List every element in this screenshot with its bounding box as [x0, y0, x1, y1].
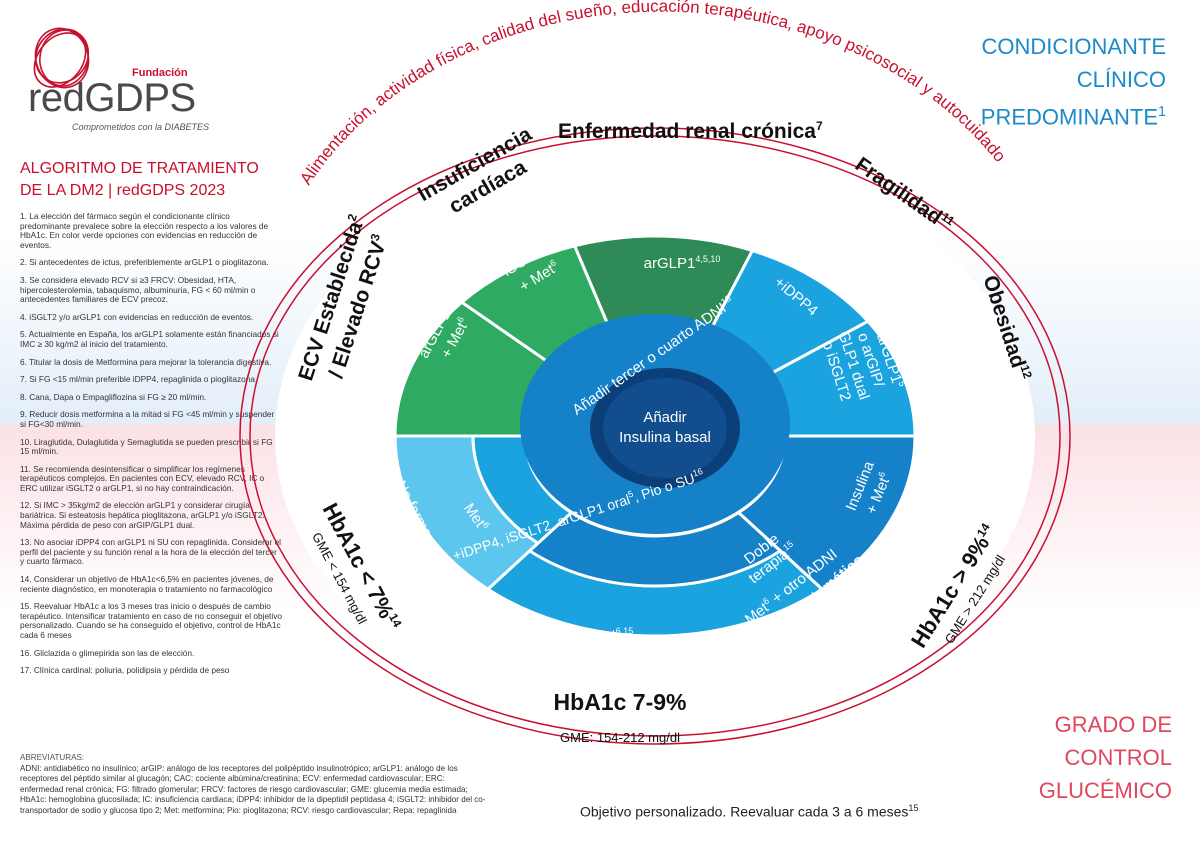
note-item: 10. Liraglutida, Dulaglutida y Semagluti… — [20, 436, 280, 457]
wheel-sectors — [393, 234, 917, 638]
logo-swirl-icon — [33, 27, 90, 89]
erc-label: Enfermedad renal crónica7 — [558, 119, 823, 143]
grade-title: GRADO DE CONTROL GLUCÉMICO — [912, 708, 1172, 807]
erc-drugs-top: iSGLT22,5 + Met — [626, 184, 731, 202]
logo-foundation: Fundación — [132, 67, 188, 79]
condition-title: CONDICIONANTE CLÍNICO PREDOMINANTE1 — [906, 30, 1166, 133]
algorithm-title: ALGORITMO DE TRATAMIENTO DE LA DM2 | red… — [20, 158, 259, 202]
logo-tagline: Comprometidos con la DIABETES — [72, 122, 210, 132]
note-item: 9. Reducir dosis metformina a la mitad s… — [20, 409, 275, 429]
insulin-line2: Insulina basal — [619, 429, 711, 446]
note-item: 15. Reevaluar HbA1c a los 3 meses tras i… — [20, 601, 282, 640]
notes-list: 1. La elección del fármaco según el cond… — [20, 211, 282, 684]
condition-title-line1: CONDICIONANTE — [981, 34, 1166, 59]
note-item: 14. Considerar un objetivo de HbA1c<6,5%… — [20, 574, 274, 594]
met-mid-label: Met6,15 — [591, 626, 634, 644]
logo-name: redGDPS — [28, 76, 196, 120]
outer-ring-line-inner — [249, 135, 1061, 737]
condition-title-line3: PREDOMINANTE1 — [980, 104, 1166, 130]
sector-ring-mid — [527, 510, 783, 588]
insulin-core-inner — [603, 378, 727, 478]
sector-met-low — [471, 434, 574, 546]
note-item: 4. iSGLT2 y/o arGLP1 con evidencias en r… — [20, 311, 254, 322]
note-item: 2. Si antecedentes de ictus, preferiblem… — [20, 257, 269, 268]
hba1c-mid-gme: GME: 154-212 mg/dl — [560, 730, 680, 745]
note-item: 16. Gliclazida o glimepirida son las de … — [20, 647, 195, 658]
grade-title-line1: GRADO DE — [1054, 712, 1172, 737]
algorithm-title-line1: ALGORITMO DE TRATAMIENTO — [20, 160, 259, 177]
note-item: 17. Clínica cardinal: poliuria, polidips… — [20, 665, 230, 676]
abbreviations: ABREVIATURAS: ADNI: antidiabético no ins… — [20, 753, 490, 817]
note-item: 12. Si IMC > 35kg/m2 de elección arGLP1 … — [20, 500, 265, 530]
outer-ring-line — [239, 127, 1071, 745]
abbreviations-text: ADNI: antidiabético no insulínico; arGIP… — [20, 763, 486, 815]
logo — [14, 22, 244, 132]
objective-note: Objetivo personalizado. Reevaluar cada 3… — [580, 803, 919, 820]
algorithm-title-line2: DE LA DM2 | redGDPS 2023 — [20, 182, 226, 199]
abbreviations-title: ABREVIATURAS: — [20, 753, 85, 762]
grade-title-line3: GLUCÉMICO — [1038, 778, 1172, 803]
note-item: 13. No asociar iDPP4 con arGLP1 ni SU co… — [20, 537, 282, 567]
note-item: 6. Titular la dosis de Metformina para m… — [20, 356, 272, 367]
condition-title-line2: CLÍNICO — [1076, 67, 1166, 92]
grade-title-line2: CONTROL — [1064, 745, 1172, 770]
note-item: 11. Se recomienda desintensificar o simp… — [20, 463, 265, 493]
note-item: 3. Se considera elevado RCV si ≥3 FRCV: … — [20, 274, 256, 305]
note-item: 1. La elección del fármaco según el cond… — [20, 211, 269, 250]
erc-drugs-bottom: arGLP14,5,10 — [644, 254, 721, 272]
note-item: 7. Si FG <15 ml/min preferible iDPP4, re… — [20, 374, 258, 385]
insulin-line1: Añadir — [643, 409, 686, 426]
note-item: 5. Actualmente en España, los arGLP1 sol… — [20, 329, 279, 349]
note-item: 8. Cana, Dapa o Empagliflozina si FG ≥ 2… — [20, 391, 207, 402]
hba1c-mid-label: HbA1c 7-9% — [554, 689, 687, 715]
